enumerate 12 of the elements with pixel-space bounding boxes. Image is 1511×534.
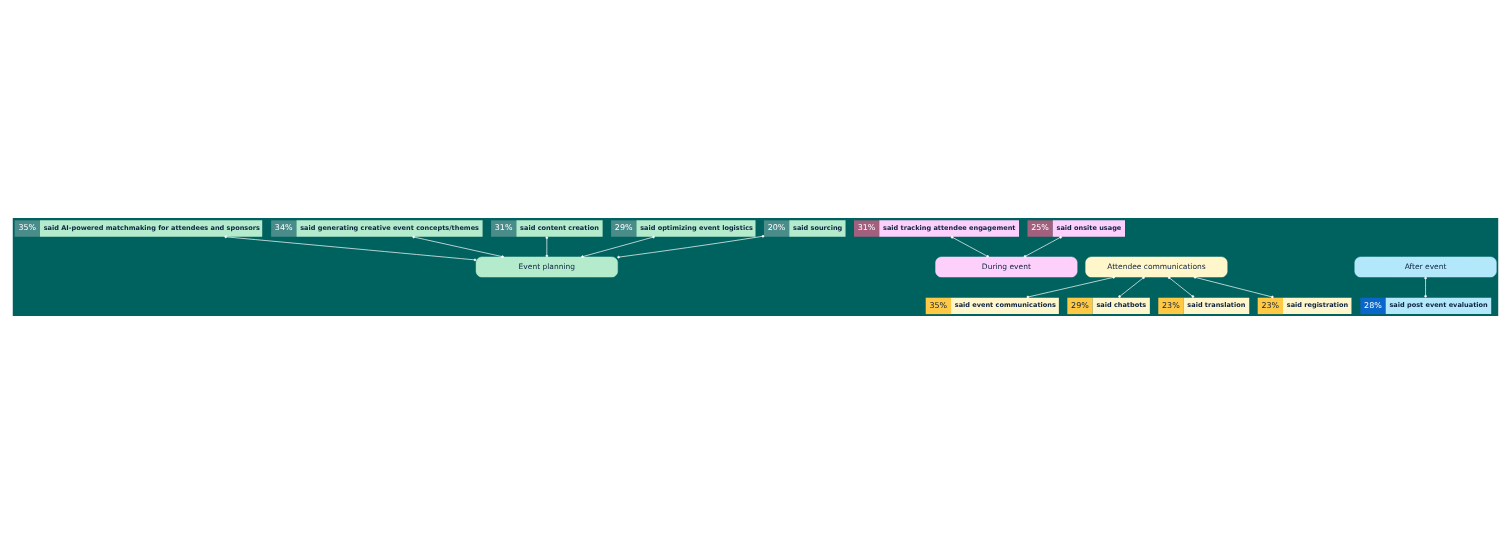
connector — [581, 235, 655, 258]
connector — [1023, 235, 1062, 258]
connector — [1193, 276, 1274, 299]
connector — [545, 236, 549, 258]
connector — [1167, 276, 1195, 298]
connector — [1118, 276, 1145, 298]
connector — [950, 235, 989, 258]
connector — [1026, 276, 1115, 299]
connector — [617, 234, 765, 259]
connector — [1424, 276, 1427, 298]
connector — [412, 235, 504, 258]
connector — [224, 235, 477, 262]
